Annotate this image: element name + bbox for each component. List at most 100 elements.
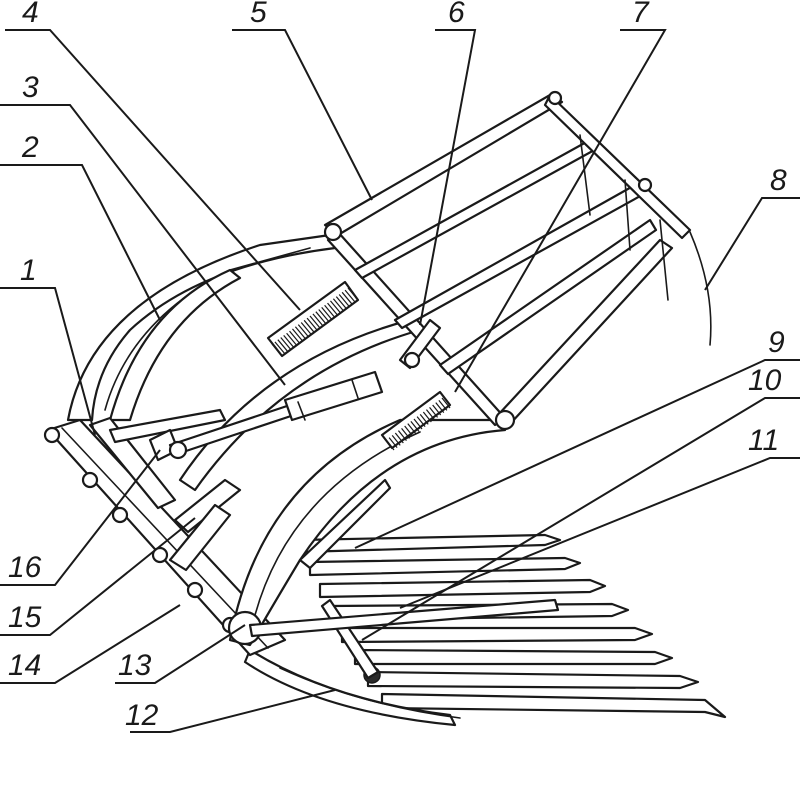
callout-2: 2 bbox=[21, 131, 39, 164]
side-frame-cross bbox=[108, 408, 227, 444]
lower-arm-brace bbox=[298, 478, 392, 570]
leader-15 bbox=[0, 517, 196, 636]
spring-coil bbox=[391, 434, 401, 446]
runner-edge bbox=[279, 667, 461, 719]
leader-1 bbox=[0, 287, 96, 436]
tine-2 bbox=[308, 556, 582, 577]
top-frame bbox=[323, 90, 712, 431]
spring-coil bbox=[435, 402, 445, 414]
mount-bolt-1 bbox=[43, 426, 61, 444]
leader-12 bbox=[130, 689, 336, 733]
spring-coil bbox=[306, 317, 318, 331]
callout-15: 15 bbox=[8, 601, 42, 634]
spring-coil bbox=[321, 307, 333, 320]
bottom-runner bbox=[243, 648, 461, 727]
upper-arm-outer bbox=[66, 233, 337, 422]
spring-coils bbox=[271, 287, 359, 357]
leader-2 bbox=[0, 164, 161, 321]
tine-top-3 bbox=[659, 219, 669, 301]
callout-10: 10 bbox=[748, 364, 782, 397]
callout-8: 8 bbox=[770, 164, 787, 197]
callout-13: 13 bbox=[118, 649, 152, 682]
spring-coil bbox=[286, 332, 298, 346]
top-joint-1 bbox=[323, 222, 343, 242]
leader-5 bbox=[232, 29, 373, 201]
spring-coil bbox=[344, 289, 356, 303]
spring-coil bbox=[312, 313, 324, 327]
spring-coil bbox=[410, 420, 420, 432]
hydraulic-cylinder bbox=[168, 370, 384, 460]
lower-spring-assembly bbox=[380, 390, 452, 451]
lower-spring-coils bbox=[385, 397, 451, 451]
leader-4 bbox=[5, 29, 301, 311]
top-joint-4 bbox=[637, 177, 653, 193]
callout-4: 4 bbox=[22, 0, 39, 29]
middle-frame bbox=[148, 318, 422, 572]
leader-3 bbox=[0, 104, 286, 386]
spring-coil bbox=[327, 302, 338, 316]
top-rail-upper bbox=[323, 93, 564, 237]
spring-coil bbox=[397, 430, 407, 442]
callout-12: 12 bbox=[125, 699, 159, 732]
spring-coil bbox=[297, 324, 309, 337]
spring-coil bbox=[425, 409, 435, 421]
cylinder-end bbox=[168, 440, 188, 460]
link-arm bbox=[398, 318, 442, 370]
spring-coil bbox=[347, 287, 359, 301]
top-rung-3 bbox=[438, 218, 658, 376]
spring-coil bbox=[330, 300, 341, 314]
spring-coil bbox=[283, 335, 295, 348]
spring-coil bbox=[404, 425, 414, 437]
leader-lines bbox=[0, 29, 800, 733]
callout-16: 16 bbox=[8, 551, 42, 584]
leader-16 bbox=[0, 449, 161, 586]
spring-coil bbox=[388, 437, 398, 449]
spring-coil bbox=[419, 413, 429, 425]
spring-coil bbox=[416, 416, 426, 428]
callout-3: 3 bbox=[22, 71, 39, 104]
upper-arm bbox=[66, 233, 337, 422]
callout-1: 1 bbox=[20, 254, 37, 287]
leader-11 bbox=[399, 457, 800, 609]
spring-coil bbox=[385, 439, 395, 451]
cylinder-barrel bbox=[283, 370, 384, 422]
tine-3 bbox=[318, 578, 607, 599]
spring-coil bbox=[324, 304, 336, 318]
spring-coil bbox=[341, 291, 353, 305]
leader-10 bbox=[361, 397, 800, 641]
callout-numbers: 1 2 3 4 5 6 7 8 9 10 11 12 13 14 15 16 bbox=[8, 0, 787, 732]
top-end-bar bbox=[543, 93, 692, 240]
leader-7 bbox=[454, 29, 667, 393]
spring-assembly bbox=[266, 280, 360, 358]
spring-coil bbox=[413, 418, 423, 430]
spring-coil bbox=[335, 296, 347, 309]
top-joint-2 bbox=[494, 409, 516, 431]
leader-8 bbox=[704, 197, 800, 291]
callout-7: 7 bbox=[632, 0, 650, 29]
callout-9: 9 bbox=[768, 326, 785, 359]
mount-bolt-4 bbox=[151, 546, 169, 564]
mount-bolt-3 bbox=[111, 506, 129, 524]
callout-11: 11 bbox=[748, 424, 779, 457]
spring-coil bbox=[277, 339, 289, 353]
spring-coil bbox=[338, 294, 350, 307]
lower-arm-inner bbox=[254, 431, 421, 616]
spring-coil bbox=[407, 423, 417, 435]
spring-coil bbox=[441, 397, 451, 409]
tine-6 bbox=[353, 648, 674, 666]
spring-coil bbox=[315, 311, 327, 325]
tine-5 bbox=[340, 626, 654, 644]
spring-coil bbox=[303, 319, 315, 333]
spring-coil bbox=[332, 298, 344, 312]
mount-bolt-5 bbox=[186, 581, 204, 599]
base-beam-line bbox=[61, 427, 269, 649]
tine-top-4 bbox=[689, 231, 712, 346]
base-beam-body bbox=[46, 418, 287, 657]
leader-9 bbox=[354, 359, 800, 549]
spring-coil bbox=[429, 406, 439, 418]
spring-coil bbox=[280, 337, 292, 350]
cylinder-seam bbox=[297, 401, 306, 421]
spring-coil bbox=[309, 315, 321, 329]
spring-coil bbox=[294, 326, 306, 340]
